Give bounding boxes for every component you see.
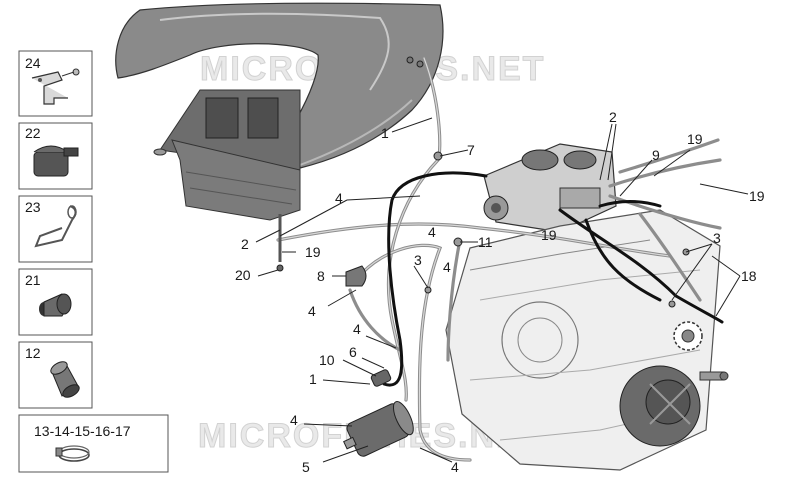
callout-18: 18 [741, 268, 757, 284]
callout-1-lower: 1 [309, 371, 317, 387]
inset-12: 12 [18, 341, 93, 409]
inset-23-label: 23 [25, 199, 41, 215]
callout-4-left: 4 [308, 303, 316, 319]
callout-19-left: 19 [305, 244, 321, 260]
callout-4-low: 4 [290, 412, 298, 428]
airbox [153, 89, 301, 221]
callout-8: 8 [317, 268, 325, 284]
callout-19-throttle: 19 [541, 227, 557, 243]
callout-6: 6 [349, 344, 357, 360]
inset-21: 21 [18, 268, 93, 336]
callout-4-upper-right: 4 [428, 224, 436, 240]
callout-19-right: 19 [749, 188, 765, 204]
sleeve-icon [50, 361, 80, 398]
rubber-cap-icon [39, 293, 72, 317]
clutch-cover [619, 365, 701, 447]
callout-10: 10 [319, 352, 335, 368]
inset-24: 24 [18, 50, 93, 117]
rubber-cap-part [345, 265, 367, 287]
callout-11: 11 [478, 234, 493, 250]
callout-2-left: 2 [241, 236, 249, 252]
inset-23: 23 [18, 195, 93, 263]
callout-20: 20 [235, 267, 251, 283]
callout-7: 7 [467, 142, 475, 158]
throttle-body [483, 143, 617, 233]
drain-pipe-part [276, 214, 284, 272]
bracket-icon [31, 68, 80, 105]
hose-lines [276, 56, 724, 462]
callout-labels: 1 1 2 2 3 3 4 4 4 4 4 4 4 5 6 7 8 9 10 1… [235, 109, 765, 475]
drive-sprocket [673, 321, 703, 351]
callout-9: 9 [652, 147, 660, 163]
hose-clamp-icon [55, 445, 90, 462]
spring-clip-icon [34, 205, 77, 248]
callout-5: 5 [302, 459, 310, 475]
leader-lines [255, 117, 749, 463]
shift-shaft [699, 371, 729, 381]
inset-13-17: 13-14-15-16-17 [18, 414, 169, 473]
inset-21-label: 21 [25, 272, 41, 288]
inset-22: 22 [18, 122, 93, 190]
callout-4-top: 4 [335, 190, 343, 206]
inset-24-label: 24 [25, 55, 41, 71]
clip-block-icon [33, 145, 79, 177]
inset-13-17-label: 13-14-15-16-17 [34, 423, 131, 439]
callout-19-top-right: 19 [687, 131, 703, 147]
callout-2-right: 2 [609, 109, 617, 125]
callout-3-center: 3 [414, 252, 422, 268]
callout-3-right: 3 [713, 230, 721, 246]
connector-part [370, 369, 392, 387]
callout-4-bottom: 4 [451, 459, 459, 475]
callout-4-center: 4 [443, 259, 451, 275]
fuel-filter [343, 401, 414, 457]
inset-22-label: 22 [25, 125, 41, 141]
callout-1-upper: 1 [381, 125, 389, 141]
callout-4-mid: 4 [353, 321, 361, 337]
inset-12-label: 12 [25, 345, 41, 361]
small-fittings [406, 56, 690, 308]
